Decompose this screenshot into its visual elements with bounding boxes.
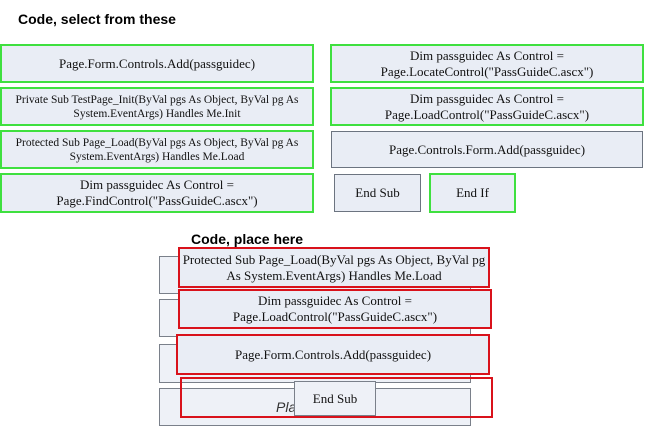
option-load-control[interactable]: Dim passguidec As Control = Page.LoadCon…: [330, 87, 644, 126]
option-controls-add[interactable]: Page.Form.Controls.Add(passguidec): [0, 44, 314, 83]
option-locate-control[interactable]: Dim passguidec As Control = Page.LocateC…: [330, 44, 644, 83]
option-end-sub[interactable]: End Sub: [334, 174, 421, 212]
placed-page-load[interactable]: Protected Sub Page_Load(ByVal pgs As Obj…: [180, 249, 488, 286]
select-heading: Code, select from these: [18, 11, 176, 27]
option-page-load[interactable]: Protected Sub Page_Load(ByVal pgs As Obj…: [0, 130, 314, 169]
option-find-control[interactable]: Dim passguidec As Control = Page.FindCon…: [0, 173, 314, 213]
option-form-add[interactable]: Page.Controls.Form.Add(passguidec): [331, 131, 643, 168]
placed-load-control[interactable]: Dim passguidec As Control = Page.LoadCon…: [180, 291, 490, 327]
placed-controls-add[interactable]: Page.Form.Controls.Add(passguidec): [178, 336, 488, 373]
option-testpage-init[interactable]: Private Sub TestPage_Init(ByVal pgs As O…: [0, 87, 314, 126]
placed-end-sub[interactable]: End Sub: [294, 381, 376, 416]
option-end-if[interactable]: End If: [429, 173, 516, 213]
slot-placeholder-text: Pla: [276, 399, 297, 415]
place-heading: Code, place here: [191, 231, 304, 247]
